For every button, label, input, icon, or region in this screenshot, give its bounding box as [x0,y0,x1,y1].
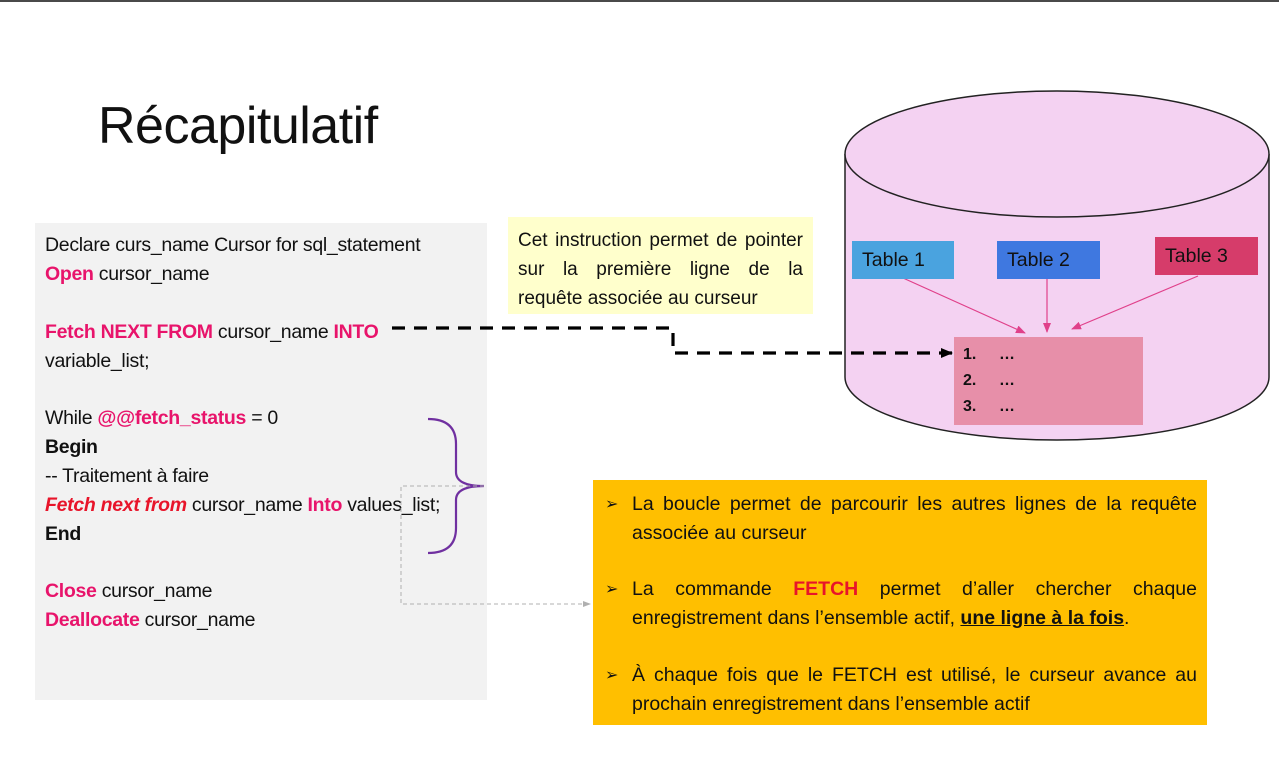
code-line-end: End [45,523,81,545]
code-text: values_list; [342,494,441,516]
code-text: = 0 [246,407,278,429]
result-row: 3.… [963,398,1015,415]
arrow-bullet-icon: ➢ [605,581,619,598]
top-border [0,0,1279,2]
code-line-begin: Begin [45,436,98,458]
code-text: cursor_name [96,580,213,602]
keyword-close: Close [45,580,97,602]
keyword-into: INTO [333,321,379,343]
note-text: Cet instruction permet de pointer sur la… [518,230,803,309]
keyword-fetch-next-from-italic: Fetch next from [45,494,187,516]
code-text: cursor_name [186,494,308,516]
result-set-box: 1.… 2.… 3.… [954,337,1143,425]
keyword-fetch: FETCH [793,578,859,600]
result-row: 2.… [963,372,1015,389]
result-row: 1.… [963,346,1015,363]
table-3-box: Table 3 [1155,237,1258,275]
code-text: cursor_name [139,609,256,631]
arrow-bullet-icon: ➢ [605,496,619,513]
dashed-arrow-fetch-results [392,326,953,358]
code-text: While [45,407,98,429]
arrow-table1-results [902,277,1026,334]
arrow-table3-results [1071,275,1199,330]
bullet-item: ➢ La boucle permet de parcourir les autr… [605,490,1197,548]
code-line-comment: -- Traitement à faire [45,465,209,487]
emphasis-one-row: une ligne à la fois [960,607,1125,629]
keyword-fetch-next-from: Fetch NEXT FROM [45,321,213,343]
code-line-open: Open cursor_name [45,263,210,286]
bullet-item: ➢ À chaque fois que le FETCH est utilisé… [605,661,1197,719]
keyword-fetch-status: @@fetch_status [97,407,247,429]
code-text: cursor_name [212,321,334,343]
keyword-open: Open [45,263,94,285]
database-cylinder [844,90,1270,441]
table-2-box: Table 2 [997,241,1100,279]
table-1-box: Table 1 [852,241,954,279]
code-line-deallocate: Deallocate cursor_name [45,609,255,632]
dashed-connector-loop-info [400,485,591,607]
arrow-bullet-icon: ➢ [605,667,619,684]
code-line-variable-list: variable_list; [45,350,150,372]
code-text: cursor_name [93,263,210,285]
code-panel: Declare curs_name Cursor for sql_stateme… [35,223,487,700]
code-line-fetch-next: Fetch next from cursor_name Into values_… [45,494,440,517]
code-line-declare: Declare curs_name Cursor for sql_stateme… [45,234,421,256]
note-box: Cet instruction permet de pointer sur la… [508,217,813,314]
keyword-into: Into [307,494,343,516]
code-line-fetch: Fetch NEXT FROM cursor_name INTO [45,321,379,344]
bullet-item: ➢ La commande FETCH permet d’aller cherc… [605,575,1197,633]
code-line-while: While @@fetch_status = 0 [45,407,278,430]
slide-title: Récapitulatif [98,97,378,155]
code-line-close: Close cursor_name [45,580,213,603]
keyword-deallocate: Deallocate [45,609,140,631]
info-box: ➢ La boucle permet de parcourir les autr… [593,480,1207,725]
